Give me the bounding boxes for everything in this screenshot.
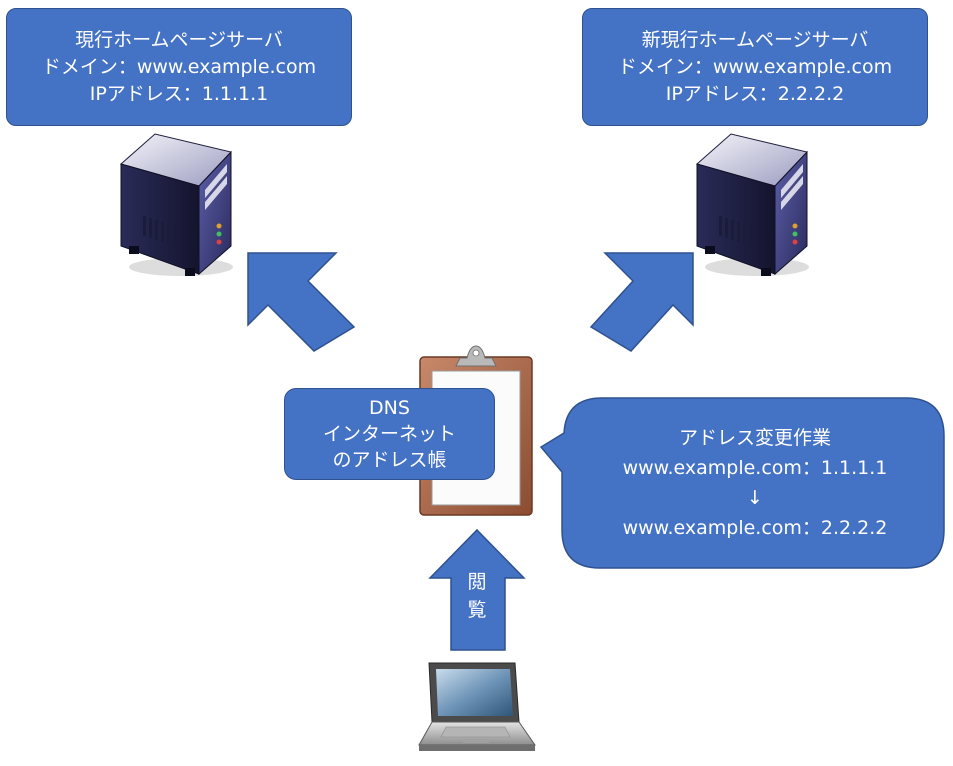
dns-address-book-label: のアドレス帳 [332,449,447,471]
dns-internet-label: インターネット [322,423,456,445]
browse-label-char1: 閲 [467,571,487,593]
address-change-callout [539,397,945,569]
arrow-to-current-server [247,252,356,352]
browse-label: 閲 覧 [462,568,492,624]
current-server-domain: ドメイン：www.example.com [41,55,317,78]
browse-arrow [428,528,526,651]
new-server-title: 新現行ホームページサーバ [641,28,869,51]
browse-label-char2: 覧 [467,599,487,621]
current-server-info-box: 現行ホームページサーバ ドメイン：www.example.com IPアドレス：… [6,8,352,126]
laptop-icon [418,662,536,751]
current-server-ip: IPアドレス：1.1.1.1 [89,82,269,105]
address-change-from: www.example.com：1.1.1.1 [622,457,888,479]
server-icon [119,133,233,276]
dns-label: DNS [369,397,410,419]
arrow-to-new-server [589,252,694,352]
server-icon [695,133,809,276]
down-arrow-glyph: ↓ [747,487,763,509]
new-server-info-box: 新現行ホームページサーバ ドメイン：www.example.com IPアドレス… [582,8,928,126]
new-server-domain: ドメイン：www.example.com [617,55,893,78]
current-server-title: 現行ホームページサーバ [75,28,283,51]
dns-box: DNS インターネット のアドレス帳 [284,388,495,480]
address-change-text: アドレス変更作業 www.example.com：1.1.1.1 ↓ www.e… [566,398,944,568]
new-server-ip: IPアドレス：2.2.2.2 [665,82,845,105]
address-change-title: アドレス変更作業 [678,427,831,449]
address-change-to: www.example.com：2.2.2.2 [622,517,888,539]
